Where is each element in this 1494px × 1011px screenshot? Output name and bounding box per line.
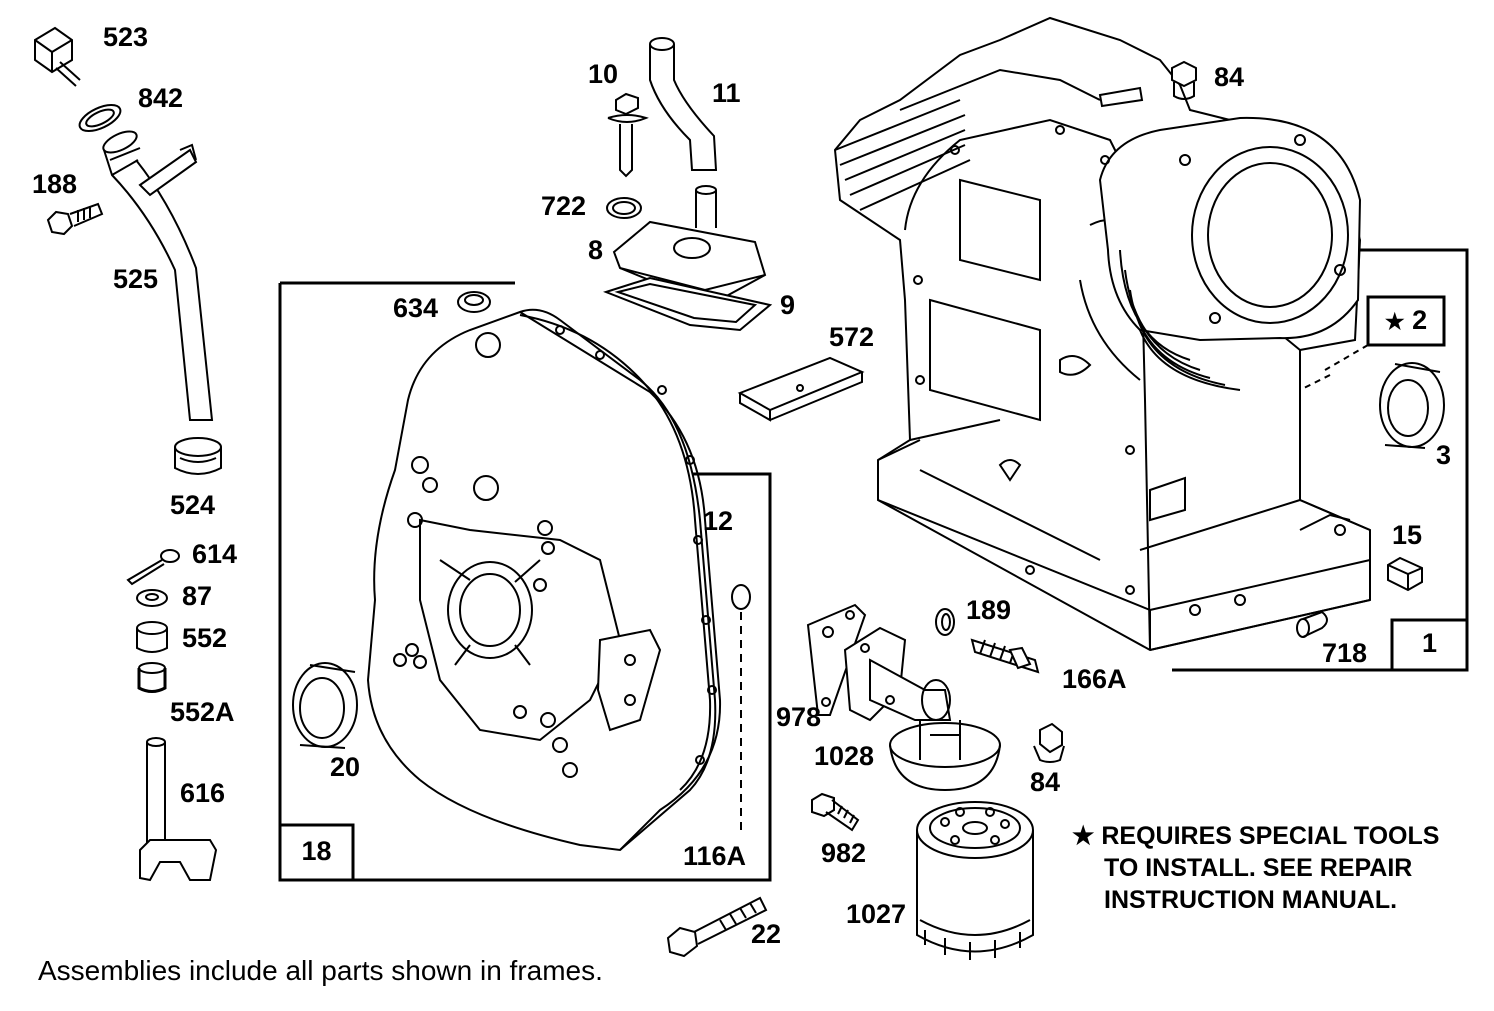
frame-1-number: 1 [1421, 628, 1438, 658]
grommet-524 [174, 437, 222, 475]
plug-84-bottom [1033, 722, 1065, 763]
label-116a: 116A [683, 841, 747, 871]
frame-2-number: ★ 2 [1368, 307, 1444, 334]
label-718: 718 [1322, 638, 1368, 668]
label-722: 722 [541, 191, 587, 221]
frame-18-number: 18 [301, 836, 332, 866]
star-icon: ★ [1072, 822, 1095, 850]
label-20: 20 [330, 752, 361, 782]
frame-1 [1172, 248, 1469, 672]
screw-10 [607, 92, 649, 178]
label-552: 552 [182, 623, 228, 653]
label-634: 634 [393, 293, 439, 323]
label-84-bottom: 84 [1030, 767, 1061, 797]
special-tools-note: ★ REQUIRES SPECIAL TOOLS TO INSTALL. SEE… [1072, 820, 1439, 916]
cotter-pin-614 [126, 549, 180, 586]
bushing-552 [136, 621, 168, 653]
crankcase-cover [366, 308, 722, 852]
label-8: 8 [588, 235, 604, 265]
assemblies-footnote: Assemblies include all parts shown in fr… [38, 955, 603, 986]
washer-87 [136, 589, 168, 607]
plug-84-top [1171, 60, 1197, 100]
label-11: 11 [712, 78, 741, 108]
label-10: 10 [588, 59, 619, 89]
engine-block [833, 16, 1371, 652]
oil-filter-1027 [916, 801, 1034, 960]
label-616: 616 [180, 778, 226, 808]
o-ring-842 [78, 104, 122, 132]
label-982: 982 [821, 838, 867, 868]
label-1028: 1028 [814, 741, 875, 771]
label-87: 87 [182, 581, 213, 611]
dipstick-tube-525 [102, 130, 214, 421]
label-22: 22 [751, 919, 782, 949]
star-icon: ★ [1384, 309, 1405, 334]
label-842: 842 [138, 83, 184, 113]
o-ring-722 [606, 197, 642, 219]
bolt-982 [811, 792, 860, 832]
label-3: 3 [1436, 440, 1452, 470]
label-525: 525 [113, 264, 159, 294]
gasket-9 [603, 276, 773, 332]
bushing-552a [137, 662, 167, 693]
breather-tube-11 [649, 37, 718, 171]
note-line-2: TO INSTALL. SEE REPAIR [1104, 854, 1413, 882]
label-524: 524 [170, 490, 216, 520]
label-523: 523 [103, 22, 149, 52]
stud-166a [970, 638, 1040, 674]
label-15: 15 [1392, 520, 1423, 550]
frame-18 [278, 281, 772, 882]
o-ring-116a [731, 584, 751, 830]
label-166a: 166A [1062, 664, 1127, 694]
label-614: 614 [192, 539, 238, 569]
bolt-188 [46, 202, 104, 236]
label-12: 12 [703, 506, 734, 536]
oil-seal-20 [292, 662, 358, 749]
label-9: 9 [780, 290, 796, 320]
note-line-3: INSTRUCTION MANUAL. [1104, 886, 1398, 914]
oil-fill-cap-523 [34, 26, 81, 87]
label-188: 188 [32, 169, 78, 199]
oil-seal-3 [1379, 362, 1445, 449]
note-line-1: REQUIRES SPECIAL TOOLS [1101, 822, 1440, 850]
frame-2-label: 2 [1412, 305, 1428, 335]
label-1027: 1027 [846, 899, 907, 929]
o-ring-189 [935, 608, 955, 636]
plug-15 [1387, 556, 1423, 592]
bolt-22 [666, 896, 768, 958]
label-552a: 552A [170, 697, 235, 727]
label-189: 189 [966, 595, 1012, 625]
bracket-572 [737, 356, 865, 422]
dowel-pin-718 [1296, 610, 1328, 638]
label-978: 978 [776, 702, 822, 732]
label-84-top: 84 [1214, 62, 1245, 92]
label-572: 572 [829, 322, 875, 352]
oil-filter-adapter-1028 [843, 626, 1001, 792]
seal-634 [457, 291, 491, 313]
governor-shaft-616 [139, 737, 218, 882]
